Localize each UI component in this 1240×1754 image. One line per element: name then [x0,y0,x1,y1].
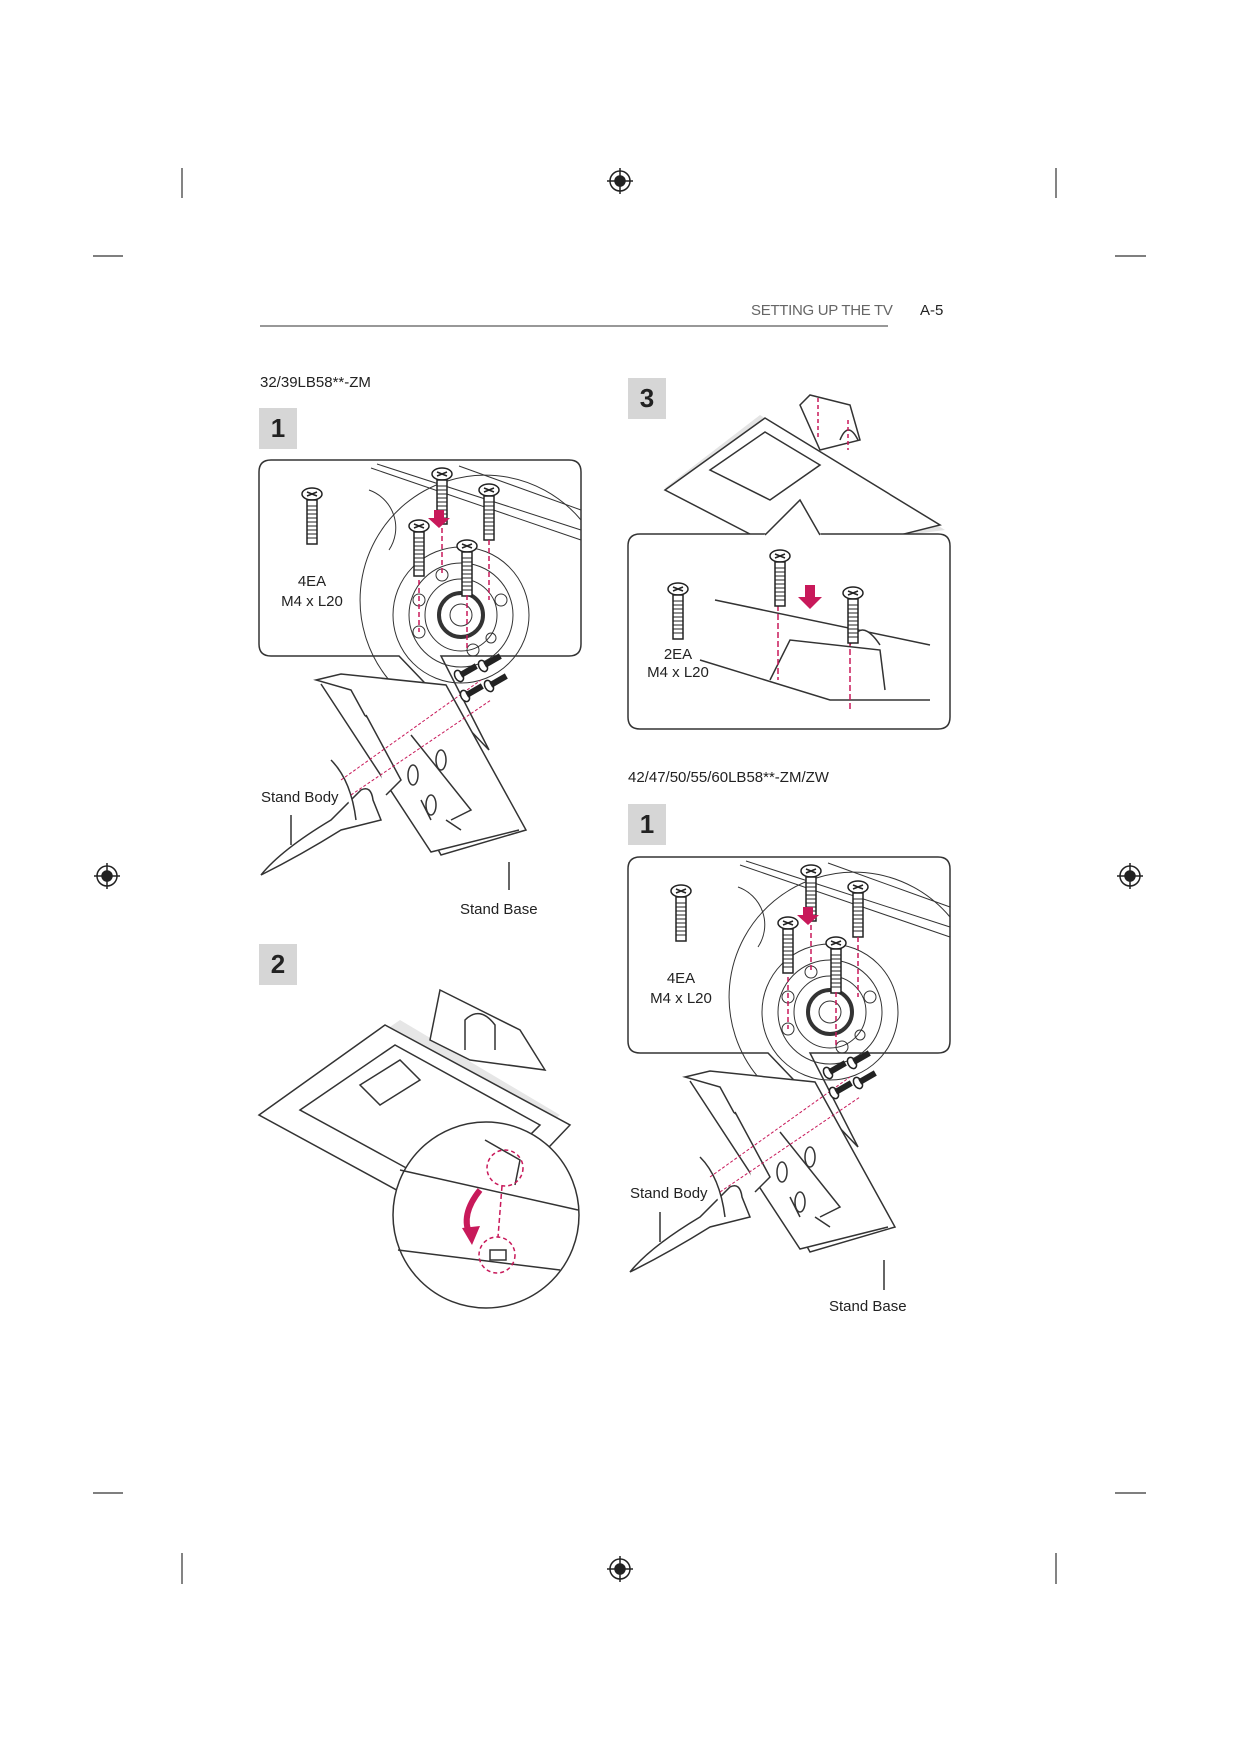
label-stand-base: Stand Base [460,901,538,918]
screw-quantity: 4EA [297,573,327,590]
crop-marks [93,168,1146,1584]
step3-illustration [627,394,951,730]
step3-screw-quantity: 2EA [663,646,693,663]
step-number-3: 3 [628,378,666,419]
model-label-small: 32/39LB58**-ZM [260,374,371,391]
label-stand-base-large: Stand Base [829,1298,907,1315]
step3-screw-spec: M4 x L20 [647,664,709,681]
step2-illustration [257,988,580,1309]
screw-spec-large: M4 x L20 [650,990,712,1007]
registration-marks [94,168,1143,1582]
label-stand-body: Stand Body [261,789,339,806]
label-stand-body-large: Stand Body [630,1185,708,1202]
screw-spec: M4 x L20 [281,593,343,610]
left-step1-illustration [259,460,581,875]
section-title: SETTING UP THE TV [751,302,893,319]
step-number-2: 2 [259,944,297,985]
page-number: A-5 [920,302,944,319]
step-number-1-large: 1 [628,804,666,845]
right-step1-illustration [628,857,950,1272]
model-label-large: 42/47/50/55/60LB58**-ZM/ZW [628,769,829,786]
screw-quantity-large: 4EA [666,970,696,987]
step-number-1: 1 [259,408,297,449]
